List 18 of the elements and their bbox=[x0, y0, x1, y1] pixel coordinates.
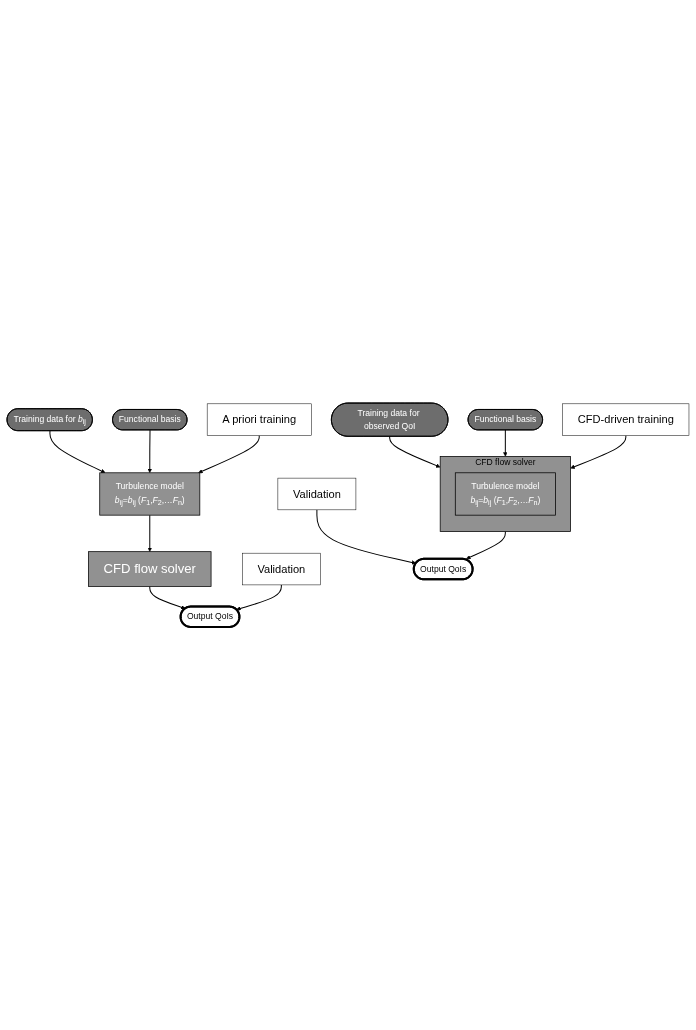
arrow bbox=[316, 509, 417, 565]
arrow bbox=[236, 584, 282, 611]
node-box: Validation bbox=[277, 477, 357, 511]
node-box: A priori training bbox=[206, 403, 312, 436]
node-box: Validation bbox=[242, 552, 321, 586]
arrow bbox=[149, 585, 186, 610]
arrow bbox=[49, 430, 106, 474]
arrow bbox=[147, 514, 152, 552]
arrow bbox=[147, 429, 152, 473]
node-box: Turbulence model b$_{ij}$=b$_{ij}$ (F$_{1}$,F$_{2}$,…F$_{n}$) bbox=[454, 472, 556, 516]
node-box: CFD flow solver bbox=[88, 551, 212, 587]
arrow bbox=[570, 435, 627, 469]
arrow bbox=[198, 435, 260, 474]
arrow bbox=[466, 531, 506, 560]
arrow bbox=[503, 429, 508, 457]
node-box: Turbulence model b$_{ij}$=b$_{ij}$ (F$_{1}$,F$_{2}$,…F$_{n}$) bbox=[99, 472, 201, 516]
node-box: CFD-driven training bbox=[562, 403, 690, 436]
arrow bbox=[389, 435, 441, 468]
